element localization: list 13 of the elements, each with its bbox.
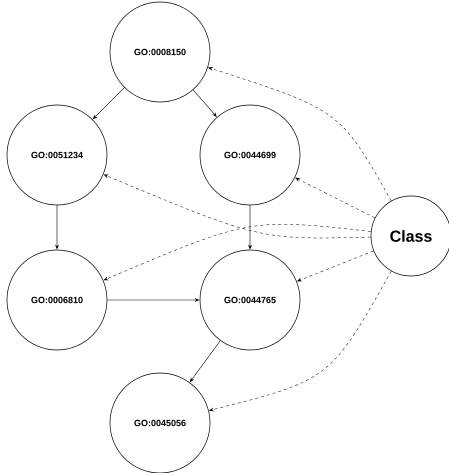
circle-node: GO:0008150 — [110, 2, 210, 102]
circle-node: GO:0006810 — [6, 250, 108, 350]
arrow — [104, 174, 371, 238]
arrow — [297, 250, 374, 282]
circle-node: GO:0044765 — [200, 250, 300, 350]
arrow — [208, 67, 392, 202]
circle-node: GO:0051234 — [6, 104, 108, 206]
arrow — [295, 178, 376, 218]
circle-node: GO:0044699 — [200, 104, 300, 206]
arrow — [209, 270, 392, 412]
arrow — [104, 224, 372, 280]
arrow — [190, 340, 221, 382]
arrow — [92, 87, 125, 120]
